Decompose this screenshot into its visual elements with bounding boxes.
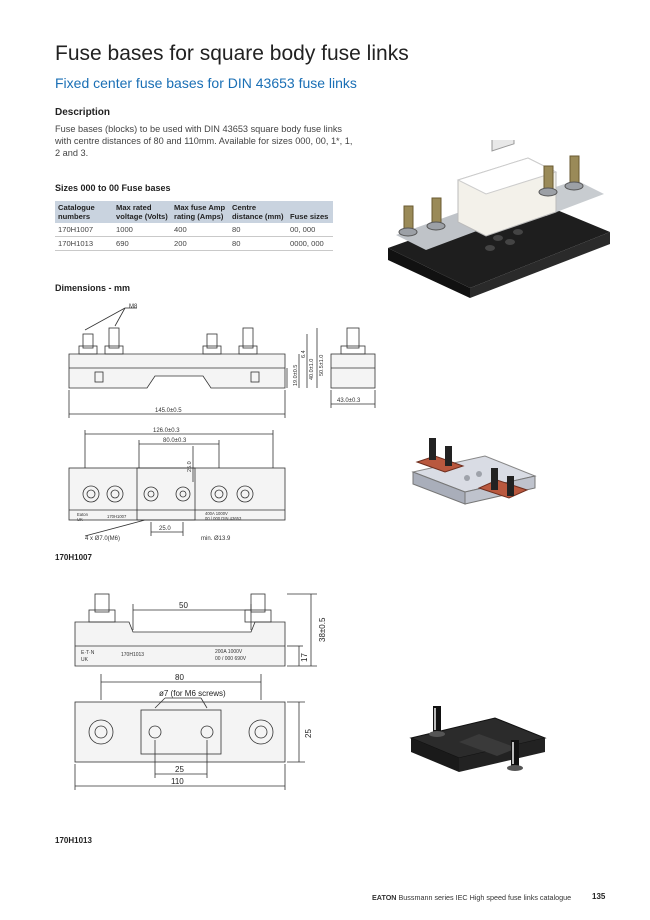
table-cell: 170H1007	[55, 223, 113, 237]
page-subtitle: Fixed center fuse bases for DIN 43653 fu…	[55, 75, 357, 91]
footer-catalogue: Bussmann series IEC High speed fuse link…	[398, 893, 572, 902]
part-label-170h1007: 170H1007	[55, 553, 92, 562]
plate2-cat: 170H1013	[121, 652, 144, 658]
dim2-holes: ø7 (for M6 screws)	[159, 689, 226, 698]
table-header-row: Catalogue numbers Max rated voltage (Vol…	[55, 201, 333, 223]
table-cell: 0000, 000	[287, 236, 333, 251]
table-row: 170H1007 1000 400 80 00, 000	[55, 223, 333, 237]
dim2-25h: 25	[175, 765, 184, 774]
col-catalogue: Catalogue numbers	[55, 201, 113, 223]
table-row: 170H1013 690 200 80 0000, 000	[55, 236, 333, 251]
plate-cat: 170H1007	[107, 514, 127, 519]
col-centre: Centre distance (mm)	[229, 201, 287, 223]
dim2-110: 110	[171, 777, 184, 786]
dim-40: 40.0±1.0	[309, 359, 315, 380]
page-title: Fuse bases for square body fuse links	[55, 42, 409, 65]
page-number: 135	[592, 892, 606, 901]
dim-145: 145.0±0.5	[155, 408, 182, 414]
dim2-38: 38±0.5	[318, 617, 327, 642]
dim-80: 80.0±0.3	[163, 438, 187, 444]
table-cell: 1000	[113, 223, 171, 237]
description-heading: Description	[55, 107, 111, 118]
dim2-17: 17	[300, 653, 309, 662]
col-voltage: Max rated voltage (Volts)	[113, 201, 171, 223]
fuse-base-render-1	[411, 438, 537, 505]
drawing-170h1013: 50 80 ø7 (for M6 screws) 25 110 38±0.5 1…	[74, 593, 327, 790]
table-cell: 200	[171, 236, 229, 251]
footer-text: EATON Bussmann series IEC High speed fus…	[372, 893, 571, 902]
fuse-base-photo	[388, 140, 610, 298]
table-cell: 80	[229, 236, 287, 251]
dim-43: 43.0±0.3	[337, 398, 361, 404]
dim-25v: 25.0	[187, 461, 193, 472]
dim2-50: 50	[179, 601, 188, 610]
table-cell: 170H1013	[55, 236, 113, 251]
dim2-80: 80	[175, 673, 184, 682]
col-fuse-sizes: Fuse sizes	[287, 201, 333, 223]
plate-rating2: 00 / 000 DIN 43653	[205, 516, 242, 521]
drawing-170h1007: M8 145.0±0.5 43.0±0.3 126.0±0.3 80.0±0.3…	[68, 304, 376, 542]
table-cell: 400	[171, 223, 229, 237]
plate-brand: Eaton	[77, 512, 89, 517]
plate-uk: UK	[77, 517, 83, 522]
dim-25h: 25.0	[159, 526, 171, 532]
dim-min-hole: min. Ø13.9	[201, 536, 231, 542]
plate2-rating1: 200A 1000V	[215, 649, 243, 655]
dim-m8: M8	[129, 304, 138, 310]
dim-50-5: 50.5±1.0	[319, 355, 325, 376]
col-amp: Max fuse Amp rating (Amps)	[171, 201, 229, 223]
dimensions-heading: Dimensions - mm	[55, 283, 131, 293]
description-text: Fuse bases (blocks) to be used with DIN …	[55, 124, 353, 158]
plate2-rating2: 00 / 000 690V	[215, 656, 247, 662]
plate2-brand: E·T·N	[81, 650, 95, 656]
part-label-170h1013: 170H1013	[55, 836, 92, 845]
table-cell: 80	[229, 223, 287, 237]
dim-19: 19.0±0.5	[293, 365, 299, 386]
fuse-base-render-2	[409, 706, 547, 772]
table-cell: 00, 000	[287, 223, 333, 237]
dim-holes: 4 x Ø7.0(M6)	[85, 536, 120, 542]
dim-6-4: 6.4	[301, 350, 307, 358]
plate2-uk: UK	[81, 657, 89, 663]
dim-126: 126.0±0.3	[153, 428, 180, 434]
table-cell: 690	[113, 236, 171, 251]
footer-brand: EATON	[372, 893, 397, 902]
plate-rating1: 400A 1000V	[205, 511, 228, 516]
sizes-table: Catalogue numbers Max rated voltage (Vol…	[55, 201, 333, 251]
dim2-25v: 25	[304, 729, 313, 738]
sizes-heading: Sizes 000 to 00 Fuse bases	[55, 183, 171, 193]
